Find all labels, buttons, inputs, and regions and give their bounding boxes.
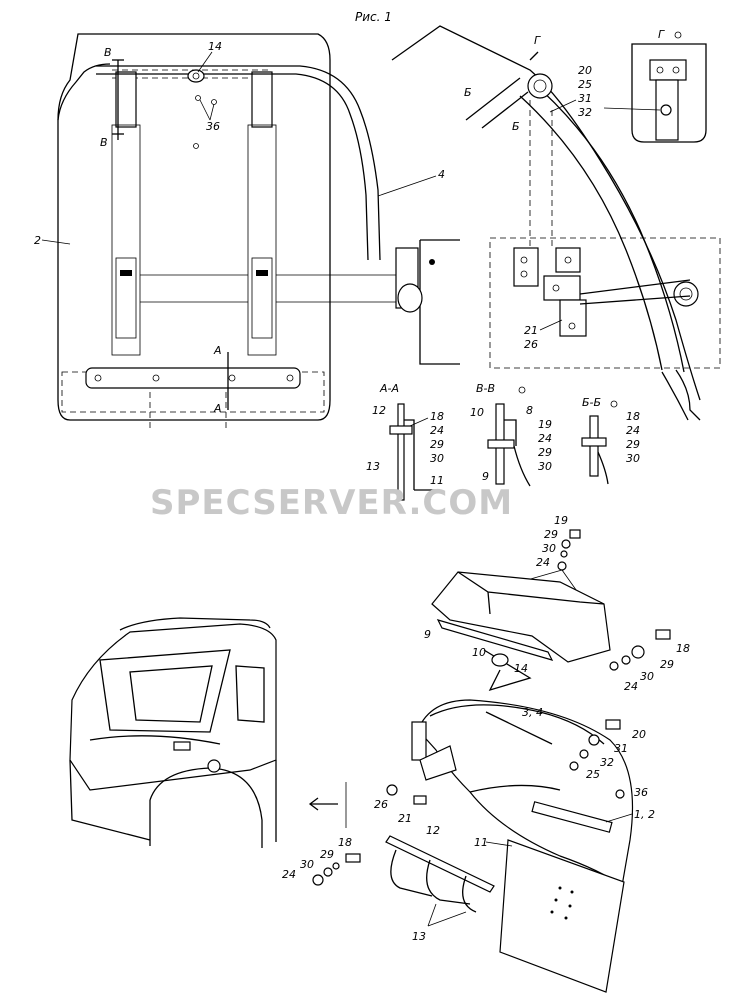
exploded-mudguard: 3, 4 1, 2 [411,699,655,888]
svg-text:13: 13 [412,930,426,943]
svg-text:18: 18 [338,836,352,849]
svg-text:3, 4: 3, 4 [522,706,543,719]
svg-text:10: 10 [472,646,486,659]
svg-text:4: 4 [438,168,445,181]
svg-text:29: 29 [544,528,558,541]
svg-text:14: 14 [514,662,528,675]
section-aa: А-А 12 18 24 29 30 13 11 [366,382,444,501]
svg-text:18: 18 [430,410,444,423]
svg-text:18: 18 [626,410,640,423]
detail-g-label: Г [658,28,665,41]
svg-text:24: 24 [626,424,640,437]
svg-text:26: 26 [374,798,388,811]
svg-text:24: 24 [430,424,444,437]
svg-text:26: 26 [524,338,538,351]
svg-text:18: 18 [676,642,690,655]
svg-text:В-В: В-В [476,382,495,395]
svg-text:30: 30 [300,858,314,871]
svg-text:24: 24 [538,432,552,445]
svg-text:19: 19 [538,418,552,431]
svg-text:20: 20 [632,728,646,741]
figure-title: Рис. 1 [355,10,392,24]
svg-text:31: 31 [614,742,628,755]
svg-text:24: 24 [536,556,550,569]
svg-text:20: 20 [578,64,592,77]
svg-text:31: 31 [578,92,592,105]
svg-text:19: 19 [554,514,568,527]
mudguard-front-view [57,33,460,428]
section-bb: Б-Б 18 24 29 30 [581,396,640,485]
watermark: SPECSERVER.COM [150,483,513,523]
svg-text:В: В [100,136,108,149]
exploded-fasteners-right: 18 29 24 30 [609,629,690,693]
svg-text:Г: Г [534,34,541,47]
section-arrows-v: В В А А [100,46,229,415]
svg-text:30: 30 [430,452,444,465]
svg-text:24: 24 [624,680,638,693]
svg-text:32: 32 [578,106,592,119]
section-vv: В-В 10 8 19 24 29 30 9 [470,382,552,487]
svg-text:9: 9 [424,628,431,641]
svg-text:36: 36 [206,120,220,133]
svg-text:А-А: А-А [379,382,399,395]
detail-g: Г [631,28,707,143]
svg-text:2: 2 [34,234,41,247]
svg-text:1, 2: 1, 2 [634,808,655,821]
svg-text:В: В [104,46,112,59]
exploded-fasteners-mid: 20 31 32 25 36 [569,719,648,799]
exploded-bracket-box: 9 10 14 [424,571,611,692]
svg-text:30: 30 [640,670,654,683]
exploded-flap: 11 [474,836,625,993]
svg-text:30: 30 [538,460,552,473]
svg-text:25: 25 [578,78,592,91]
svg-text:11: 11 [430,474,444,487]
svg-text:30: 30 [542,542,556,555]
svg-text:29: 29 [430,438,444,451]
svg-text:Б: Б [512,120,520,133]
svg-text:13: 13 [366,460,380,473]
svg-text:Б: Б [464,86,472,99]
svg-text:29: 29 [538,446,552,459]
callouts-top-left: 14 36 2 4 [34,40,445,247]
mudguard-side-view [391,25,721,421]
svg-text:10: 10 [470,406,484,419]
svg-text:Б-Б: Б-Б [582,396,601,409]
exploded-fasteners-left: 26 21 18 29 30 24 [282,784,427,886]
svg-text:14: 14 [208,40,222,53]
svg-text:29: 29 [660,658,674,671]
svg-text:21: 21 [524,324,538,337]
svg-text:29: 29 [320,848,334,861]
svg-text:11: 11 [474,836,488,849]
svg-text:9: 9 [482,470,489,483]
truck-cab [69,617,347,848]
svg-text:А: А [213,402,222,415]
svg-text:25: 25 [586,768,600,781]
svg-text:21: 21 [398,812,412,825]
svg-text:36: 36 [634,786,648,799]
svg-text:8: 8 [526,404,533,417]
exploded-bar-and-brackets: 12 13 [385,824,495,943]
svg-text:29: 29 [626,438,640,451]
svg-text:32: 32 [600,756,614,769]
callouts-top-right: Г Б Б 20 25 31 32 21 26 [464,34,661,351]
svg-text:12: 12 [426,824,440,837]
svg-text:24: 24 [282,868,296,881]
svg-text:12: 12 [372,404,386,417]
svg-text:30: 30 [626,452,640,465]
svg-text:А: А [213,344,222,357]
